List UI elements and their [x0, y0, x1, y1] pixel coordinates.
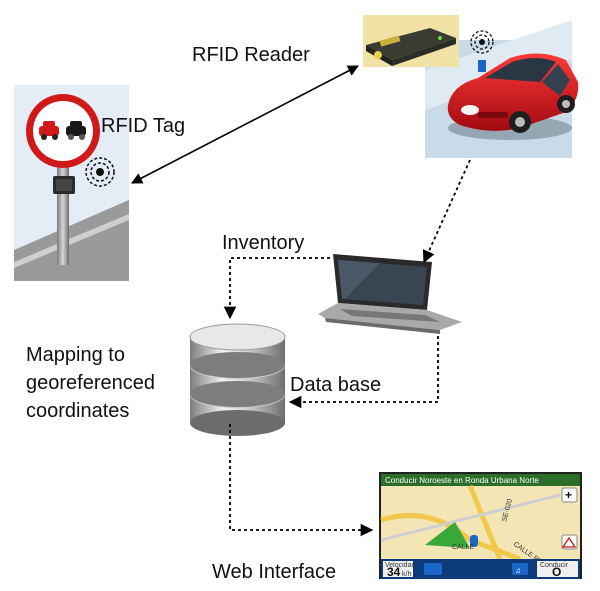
- rfid-reader-icon: [363, 15, 459, 67]
- gps-music-button[interactable]: [512, 563, 528, 575]
- car-to-laptop-arrow: [422, 159, 471, 264]
- gps-drive-value: O: [552, 565, 561, 579]
- web-interface-label: Web Interface: [212, 561, 336, 583]
- rfid-tag-label: RFID Tag: [101, 115, 185, 137]
- gps-zoom-in-button[interactable]: [561, 487, 578, 503]
- gps-header-text: Conducir Noroeste en Ronda Urbana Norte: [385, 476, 539, 485]
- mapping-label-line-1: Mapping to: [26, 344, 125, 366]
- web-interface-arrow: [229, 424, 374, 537]
- gps-position-icon: [470, 535, 478, 547]
- gps-screen-icon: Conducir Noroeste en Ronda Urbana Norte …: [379, 472, 582, 579]
- database-arrow: [288, 336, 439, 409]
- rfid-tag-icon: [53, 176, 75, 194]
- gps-road: [380, 513, 521, 562]
- gps-road-3: [380, 493, 561, 542]
- database-icon: [189, 323, 286, 436]
- sign-pole: [57, 160, 69, 265]
- gps-road-2: [467, 485, 503, 560]
- data-base-label: Data base: [290, 374, 381, 396]
- rfid-reader-label: RFID Reader: [192, 44, 310, 66]
- mapping-label-line-3: coordinates: [26, 400, 129, 422]
- gps-warning-icon: [561, 536, 577, 548]
- reader-signal-icon: [470, 30, 494, 54]
- sign-panel-curb: [14, 214, 129, 268]
- laptop-icon: [318, 254, 462, 334]
- gps-speed-box: [383, 561, 413, 577]
- gps-street-1: CALLE: [452, 544, 475, 551]
- gps-speed-unit: k/h: [402, 571, 411, 578]
- tag-signal-icon: [85, 157, 115, 187]
- reader-tag-link-arrow: [131, 65, 359, 184]
- no-overtaking-sign-icon: [26, 94, 100, 168]
- gps-header: [381, 474, 580, 486]
- mapping-label-line-2: georeferenced: [26, 372, 155, 394]
- gps-route-area: [425, 522, 470, 548]
- gps-menu-button[interactable]: [424, 563, 442, 575]
- gps-drive-label: Conducir: [540, 562, 569, 569]
- music-icon: ♫: [515, 566, 521, 575]
- inventory-label: Inventory: [222, 232, 304, 254]
- inventory-arrow: [223, 257, 330, 320]
- gps-speed-value: 34: [387, 565, 401, 579]
- gps-zoom-in-icon: +: [565, 488, 572, 502]
- rfid-tag-panel: [14, 85, 129, 281]
- gps-speed-label: Velocidad: [385, 562, 415, 569]
- gps-drive-box: [537, 561, 578, 577]
- car-icon: [447, 53, 579, 140]
